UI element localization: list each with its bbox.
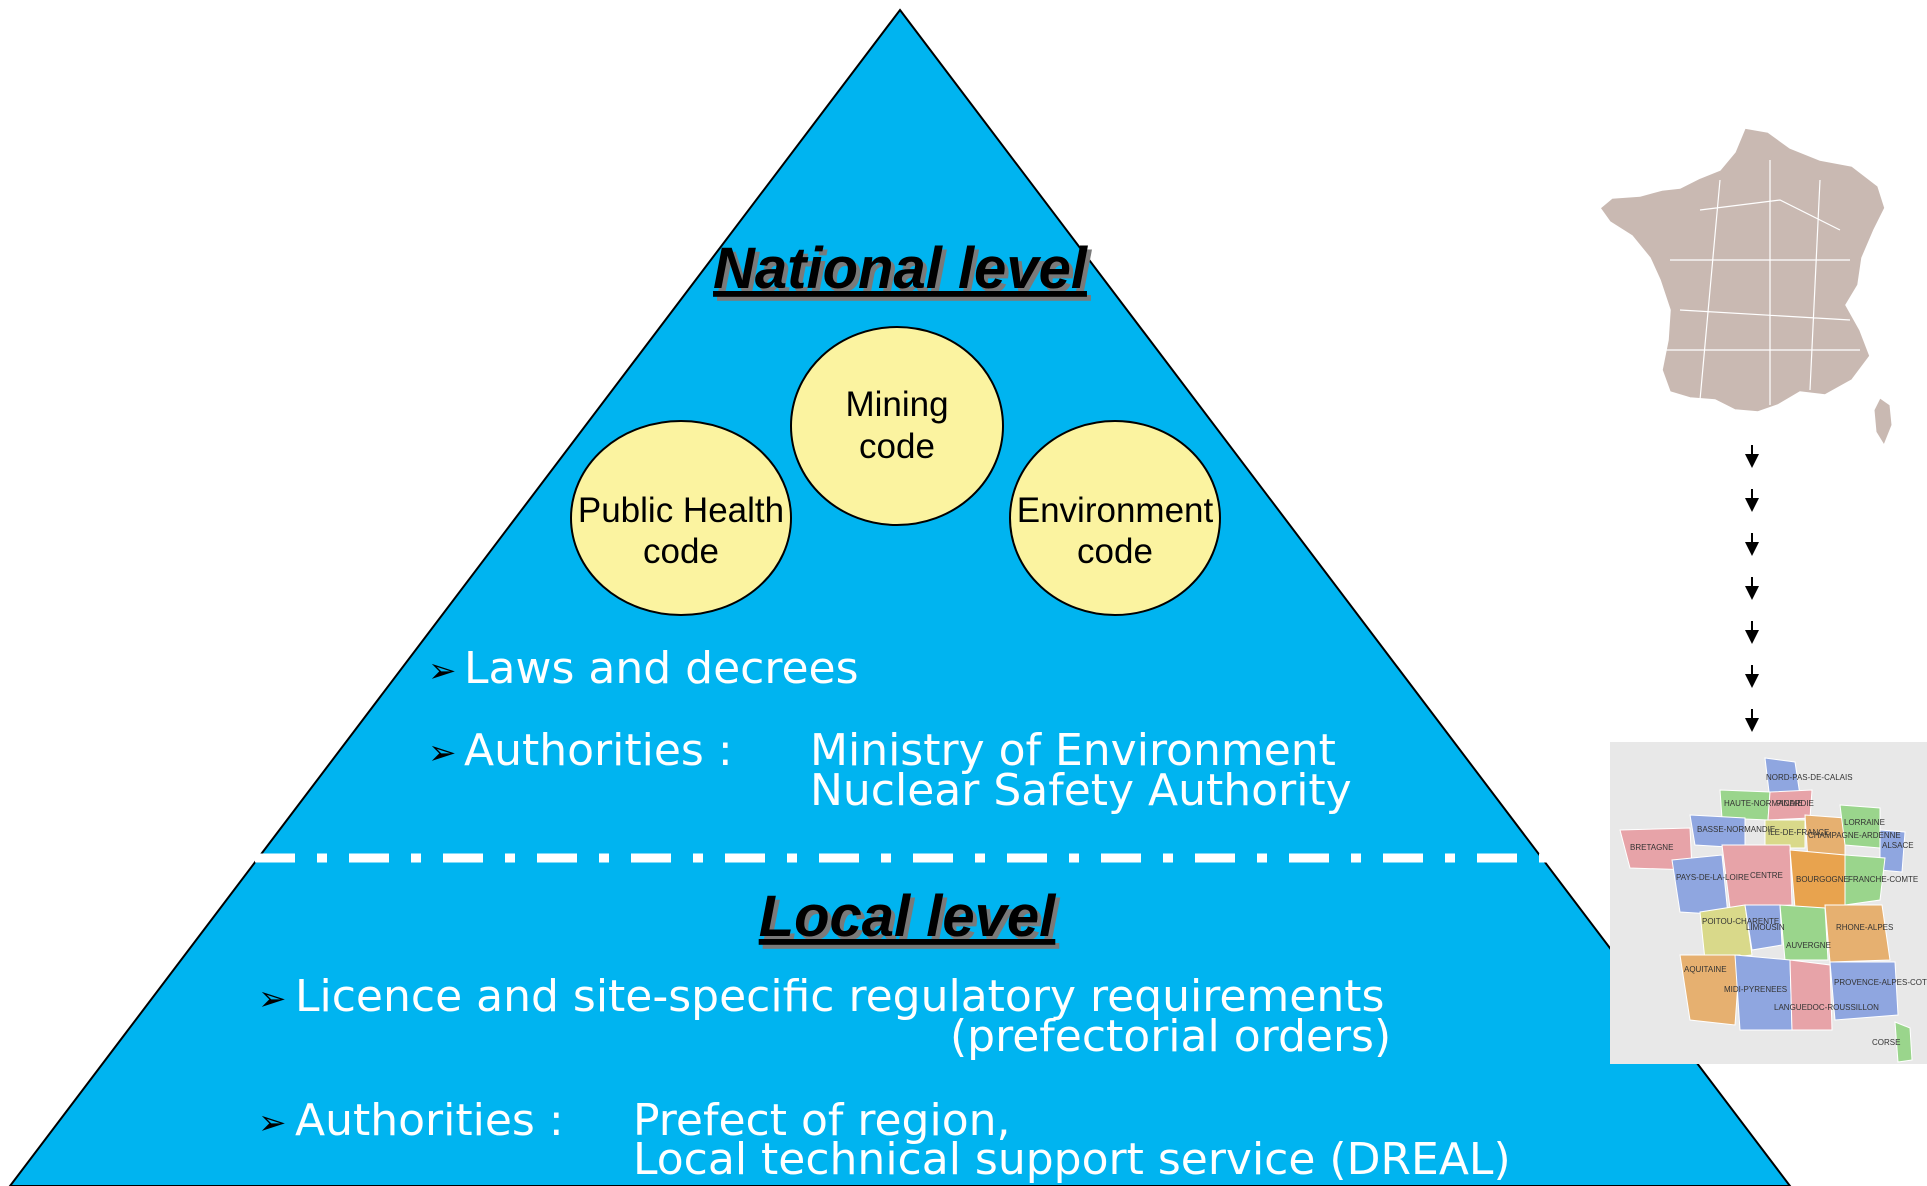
svg-text:CHAMPAGNE-ARDENNE: CHAMPAGNE-ARDENNE (1808, 831, 1901, 840)
svg-text:Authorities :: Authorities : (464, 725, 733, 776)
svg-text:Nuclear Safety Authority: Nuclear Safety Authority (810, 765, 1352, 816)
local-title: Local level Local level (759, 884, 1061, 953)
svg-text:code: code (859, 427, 935, 466)
svg-text:MIDI-PYRENEES: MIDI-PYRENEES (1724, 985, 1787, 994)
svg-text:PAYS-DE-LA-LOIRE: PAYS-DE-LA-LOIRE (1676, 873, 1749, 882)
svg-text:Licence and site-specific regu: Licence and site-specific regulatory req… (295, 971, 1384, 1022)
france-regions-map: NORD-PAS-DE-CALAIS HAUTE-NORMANDIE PICAR… (1610, 742, 1927, 1064)
bullet-arrow-icon: ➢ (428, 651, 457, 691)
svg-text:BOURGOGNE: BOURGOGNE (1796, 875, 1849, 884)
svg-text:National level: National level (713, 236, 1089, 301)
svg-text:Mining: Mining (845, 385, 948, 424)
svg-text:HAUTE-NORMANDIE: HAUTE-NORMANDIE (1724, 799, 1803, 808)
svg-text:RHONE-ALPES: RHONE-ALPES (1836, 923, 1893, 932)
bullet-arrow-icon: ➢ (428, 733, 457, 773)
svg-text:LANGUEDOC-ROUSSILLON: LANGUEDOC-ROUSSILLON (1774, 1003, 1879, 1012)
svg-text:PICARDIE: PICARDIE (1776, 799, 1814, 808)
arrow-column (1745, 445, 1759, 735)
local-authorities-bullet: ➢ Authorities : Prefect of region, Local… (258, 1095, 1511, 1185)
mining-code-circle: Mining code (790, 326, 1004, 526)
svg-text:FRANCHE-COMTE: FRANCHE-COMTE (1848, 875, 1918, 884)
svg-text:PROVENCE-ALPES-COTE D'AZUR: PROVENCE-ALPES-COTE D'AZUR (1834, 978, 1927, 987)
bullet-arrow-icon: ➢ (258, 979, 287, 1019)
svg-text:National level: National level (717, 240, 1093, 305)
svg-text:LIMOUSIN: LIMOUSIN (1746, 923, 1785, 932)
svg-text:code: code (643, 532, 719, 571)
svg-text:ILE-DE-FRANCE: ILE-DE-FRANCE (1768, 828, 1829, 837)
svg-text:Authorities :: Authorities : (295, 1095, 564, 1146)
svg-text:AUVERGNE: AUVERGNE (1786, 941, 1831, 950)
svg-text:BASSE-NORMANDIE: BASSE-NORMANDIE (1697, 825, 1775, 834)
svg-text:Public Health: Public Health (578, 491, 784, 530)
national-authorities-bullet: ➢ Authorities : Ministry of Environment … (428, 725, 1352, 816)
france-departments-map (1598, 127, 1893, 447)
svg-text:Local level: Local level (759, 884, 1057, 949)
svg-text:AQUITAINE: AQUITAINE (1684, 965, 1727, 974)
local-licence-bullet: ➢ Licence and site-specific regulatory r… (258, 971, 1391, 1062)
national-laws-bullet: ➢ Laws and decrees (428, 643, 859, 694)
svg-text:BRETAGNE: BRETAGNE (1630, 843, 1673, 852)
svg-text:Laws and decrees: Laws and decrees (464, 643, 859, 694)
svg-text:Local technical support servic: Local technical support service (DREAL) (633, 1134, 1511, 1185)
svg-text:LORRAINE: LORRAINE (1844, 818, 1885, 827)
svg-text:ALSACE: ALSACE (1882, 841, 1914, 850)
bullet-arrow-icon: ➢ (258, 1103, 287, 1143)
svg-text:Environment: Environment (1017, 491, 1214, 530)
svg-text:NORD-PAS-DE-CALAIS: NORD-PAS-DE-CALAIS (1766, 773, 1853, 782)
national-title: National level National level (713, 236, 1093, 305)
svg-text:POITOU-CHARENTE: POITOU-CHARENTE (1702, 917, 1779, 926)
svg-text:(prefectorial orders): (prefectorial orders) (950, 1011, 1391, 1062)
svg-text:CORSE: CORSE (1872, 1038, 1900, 1047)
pyramid-shape (8, 8, 1792, 1186)
svg-text:CENTRE: CENTRE (1750, 871, 1783, 880)
svg-text:Ministry of Environment: Ministry of Environment (810, 725, 1336, 776)
environment-code-circle: Environment code (1009, 420, 1221, 616)
svg-text:Prefect of region,: Prefect of region, (633, 1095, 1010, 1146)
public-health-code-circle: Public Health code (570, 420, 792, 616)
svg-text:Local level: Local level (763, 888, 1061, 953)
svg-text:code: code (1077, 532, 1153, 571)
